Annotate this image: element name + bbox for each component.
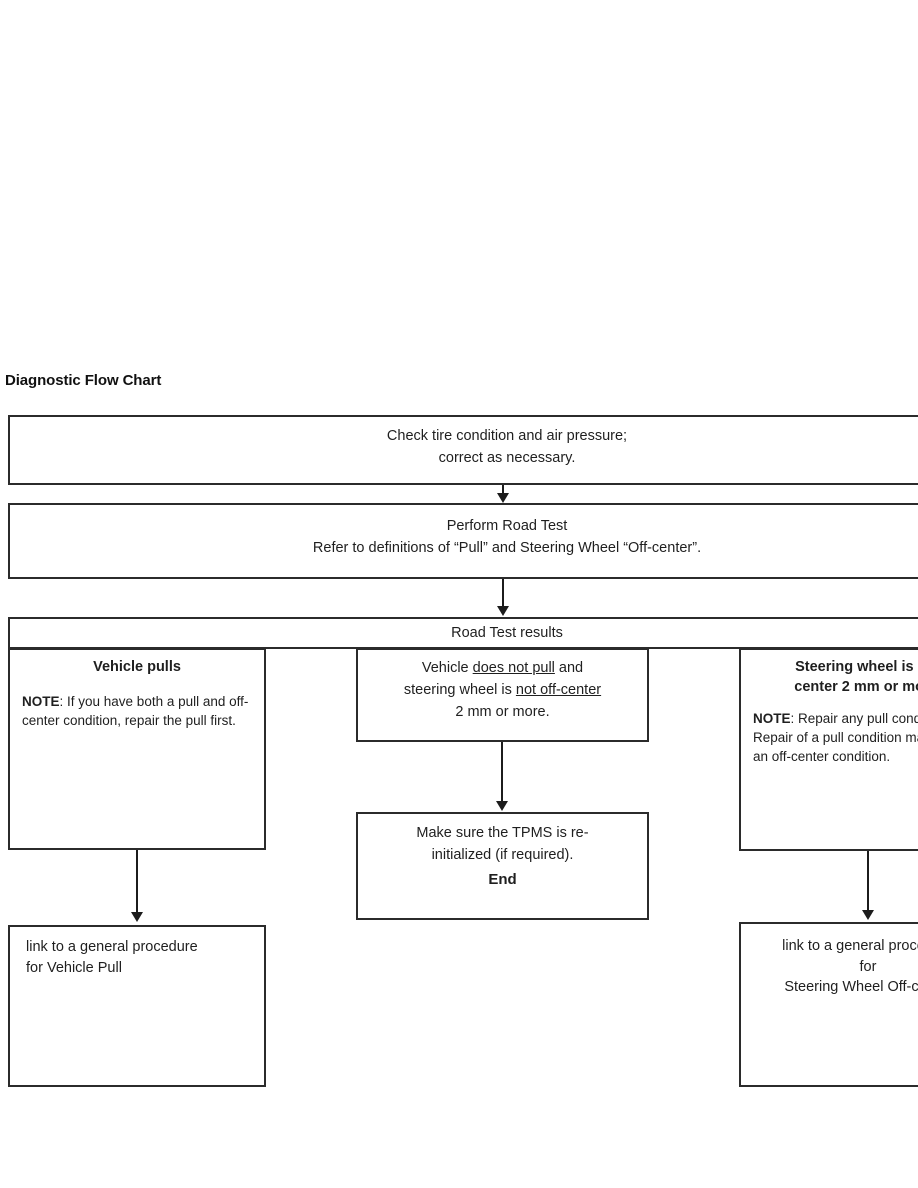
no-pull-underline1: does not pull — [472, 660, 555, 676]
node-check-tire: Check tire condition and air pressure; c… — [8, 415, 918, 485]
arrowhead-pulls-to-link — [131, 912, 143, 922]
link-offcenter-line3: Steering Wheel Off-center — [784, 979, 918, 996]
link-offcenter-line2: for — [859, 958, 877, 975]
connector-offcenter-to-link — [867, 851, 869, 913]
offcenter-note: NOTE: Repair any pull conditions first. … — [753, 709, 918, 766]
page-title: Diagnostic Flow Chart — [5, 372, 162, 389]
node-road-test-results: Road Test results — [8, 617, 918, 649]
node-tpms-end: Make sure the TPMS is re- initialized (i… — [356, 812, 649, 920]
node-steering-wheel-offcenter: Steering wheel is off- center 2 mm or mo… — [739, 648, 918, 851]
tpms-line2: initialized (if required). — [431, 846, 574, 863]
node-link-steering-wheel-offcenter[interactable]: link to a general procedure for Steering… — [739, 922, 918, 1087]
no-pull-part1: Vehicle — [421, 660, 473, 676]
arrowhead-check-to-roadtest — [497, 493, 509, 503]
offcenter-heading: Steering wheel is off- center 2 mm or mo… — [753, 658, 918, 697]
connector-check-to-roadtest — [502, 485, 504, 496]
vehicle-pulls-heading: Vehicle pulls — [93, 659, 181, 675]
check-tire-line2: correct as necessary. — [438, 449, 576, 466]
offcenter-note-label: NOTE — [753, 711, 791, 727]
offcenter-heading-line1: Steering wheel is off- — [795, 659, 918, 675]
arrowhead-offcenter-to-link — [862, 910, 874, 920]
offcenter-note-text: : Repair any pull conditions first. Repa… — [753, 711, 918, 765]
no-pull-line2: steering wheel is not off-center — [368, 680, 637, 702]
arrowhead-roadtest-to-results — [497, 606, 509, 616]
connector-roadtest-to-results — [502, 579, 504, 609]
connector-pulls-to-link — [136, 850, 138, 915]
no-pull-part2: and — [554, 660, 584, 676]
node-link-vehicle-pull[interactable]: link to a general procedure for Vehicle … — [8, 925, 266, 1087]
connector-nopull-to-tpms — [501, 742, 503, 804]
tpms-end-label: End — [488, 870, 517, 888]
vehicle-pulls-note-label: NOTE — [22, 693, 60, 709]
vehicle-pulls-note: NOTE: If you have both a pull and off-ce… — [22, 692, 252, 730]
tpms-line1: Make sure the TPMS is re- — [416, 825, 589, 841]
node-perform-road-test: Perform Road Test Refer to definitions o… — [8, 503, 918, 579]
node-vehicle-pulls: Vehicle pulls NOTE: If you have both a p… — [8, 648, 266, 850]
road-test-line2: Refer to definitions of “Pull” and Steer… — [312, 539, 702, 556]
vehicle-pulls-note-text: : If you have both a pull and off-center… — [22, 693, 249, 728]
arrowhead-nopull-to-tpms — [496, 801, 508, 811]
results-band-label: Road Test results — [451, 625, 563, 641]
offcenter-heading-line2: center 2 mm or more. — [794, 678, 918, 695]
no-pull-part3: steering wheel is — [403, 681, 516, 698]
check-tire-line1: Check tire condition and air pressure; — [386, 428, 628, 444]
no-pull-line1: Vehicle does not pull and — [368, 658, 637, 680]
node-no-pull-no-offcenter: Vehicle does not pull and steering wheel… — [356, 648, 649, 742]
link-pull-line2: for Vehicle Pull — [26, 959, 122, 976]
road-test-line1: Perform Road Test — [446, 518, 568, 534]
no-pull-line3: 2 mm or more. — [455, 703, 550, 720]
link-offcenter-line1: link to a general procedure — [782, 938, 918, 954]
link-pull-line1: link to a general procedure — [26, 939, 198, 955]
no-pull-underline2: not off-center — [515, 681, 602, 698]
